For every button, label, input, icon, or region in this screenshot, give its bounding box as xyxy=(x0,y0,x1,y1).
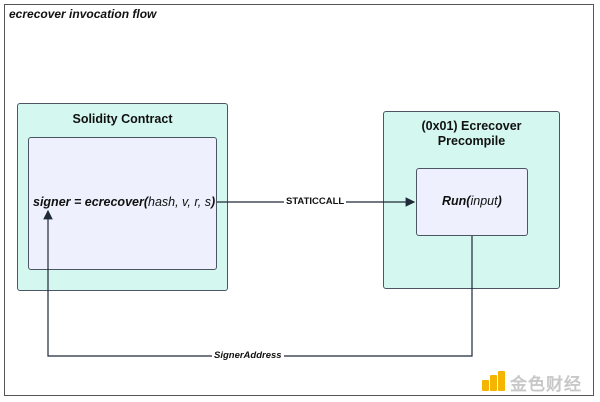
run-close: ) xyxy=(497,194,502,208)
run-code: Run(input) xyxy=(442,194,502,208)
run-arg: input xyxy=(470,194,498,208)
signer-address-label: SignerAddress xyxy=(212,350,284,361)
diagram-title: ecrecover invocation flow xyxy=(9,7,157,21)
precompile-title-line1: (0x01) Ecrecover xyxy=(421,119,522,133)
code-args: hash, v, r, s xyxy=(148,195,211,209)
staticcall-label: STATICCALL xyxy=(284,196,347,207)
code-close: ) xyxy=(211,195,216,209)
watermark-logo-icon xyxy=(482,371,505,391)
code-signature: signer = ecrecover( xyxy=(33,195,148,209)
precompile-title-line2: Precompile xyxy=(437,134,506,148)
watermark: 金色财经 xyxy=(482,370,582,394)
ecrecover-call-code: signer = ecrecover(hash, v, r, s) xyxy=(33,195,215,209)
signer-address-edge xyxy=(43,209,473,357)
watermark-text: 金色财经 xyxy=(510,374,582,394)
solidity-contract-title: Solidity Contract xyxy=(72,112,173,126)
ecrecover-call-box xyxy=(28,137,217,270)
run-function: Run( xyxy=(442,194,471,208)
run-box xyxy=(416,168,528,236)
